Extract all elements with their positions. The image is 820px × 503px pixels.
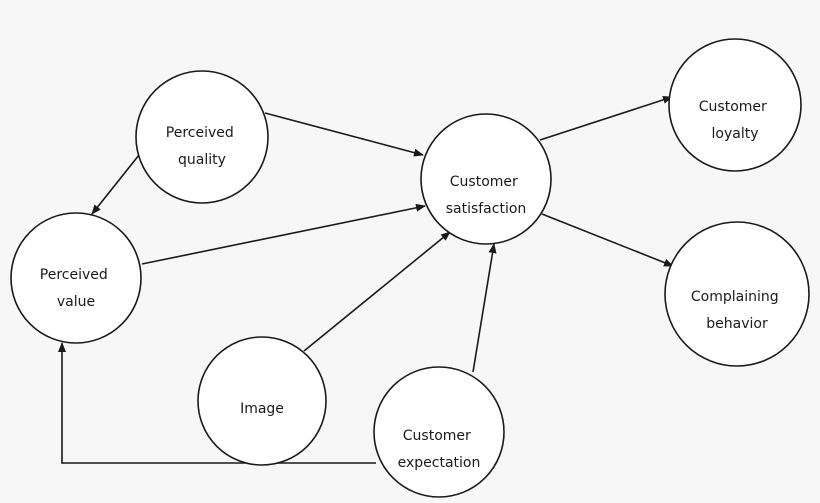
edge-expectation-to-satisfaction — [472, 243, 497, 373]
node-circle — [664, 221, 810, 367]
node-circle — [420, 113, 552, 245]
node-label-line: Perceived — [40, 267, 108, 283]
node-label-line: expectation — [398, 455, 481, 471]
node-label-line: Image — [240, 401, 284, 417]
node-complaining-behavior: Complaining behavior — [664, 221, 810, 367]
svg-text:Complaining behavior: Complaining behavior — [691, 289, 783, 332]
node-perceived-quality: Perceived quality — [135, 70, 269, 204]
node-image: Image — [197, 336, 327, 466]
svg-text:Perceived quality: Perceived quality — [166, 125, 238, 168]
node-label-line: quality — [178, 152, 226, 168]
node-label-line: satisfaction — [446, 201, 527, 217]
edge-satisfaction-to-loyalty — [539, 95, 673, 141]
edge-image-to-satisfaction — [303, 231, 451, 352]
node-circle — [668, 38, 802, 172]
node-label-line: Customer — [450, 174, 518, 190]
node-customer-loyalty: Customer loyalty — [668, 38, 802, 172]
node-circle — [10, 212, 142, 344]
node-label-line: Perceived — [166, 125, 234, 141]
node-label-line: Customer — [699, 99, 767, 115]
edge-quality-to-satisfaction — [264, 112, 424, 157]
node-circle — [373, 366, 505, 498]
node-circle — [197, 336, 327, 466]
node-label-line: Customer — [403, 428, 471, 444]
node-label-line: loyalty — [712, 126, 759, 142]
svg-text:Customer loyalty: Customer loyalty — [699, 99, 771, 142]
svg-text:Perceived value: Perceived value — [40, 267, 112, 310]
node-customer-expectation: Customer expectation — [373, 366, 505, 498]
node-perceived-value: Perceived value — [10, 212, 142, 344]
edge-satisfaction-to-complaining — [541, 213, 674, 267]
svg-text:Customer satisfaction: Customer satisfaction — [446, 174, 527, 217]
node-circle — [135, 70, 269, 204]
node-label-line: behavior — [706, 316, 768, 332]
node-customer-satisfaction: Customer satisfaction — [420, 113, 552, 245]
svg-text:Customer expectation: Customer expectation — [398, 428, 481, 471]
edge-quality-to-value — [91, 154, 140, 215]
svg-text:Image: Image — [240, 401, 284, 417]
node-label-line: value — [57, 294, 95, 310]
edge-value-to-satisfaction — [141, 203, 426, 265]
node-label-line: Complaining — [691, 289, 779, 305]
